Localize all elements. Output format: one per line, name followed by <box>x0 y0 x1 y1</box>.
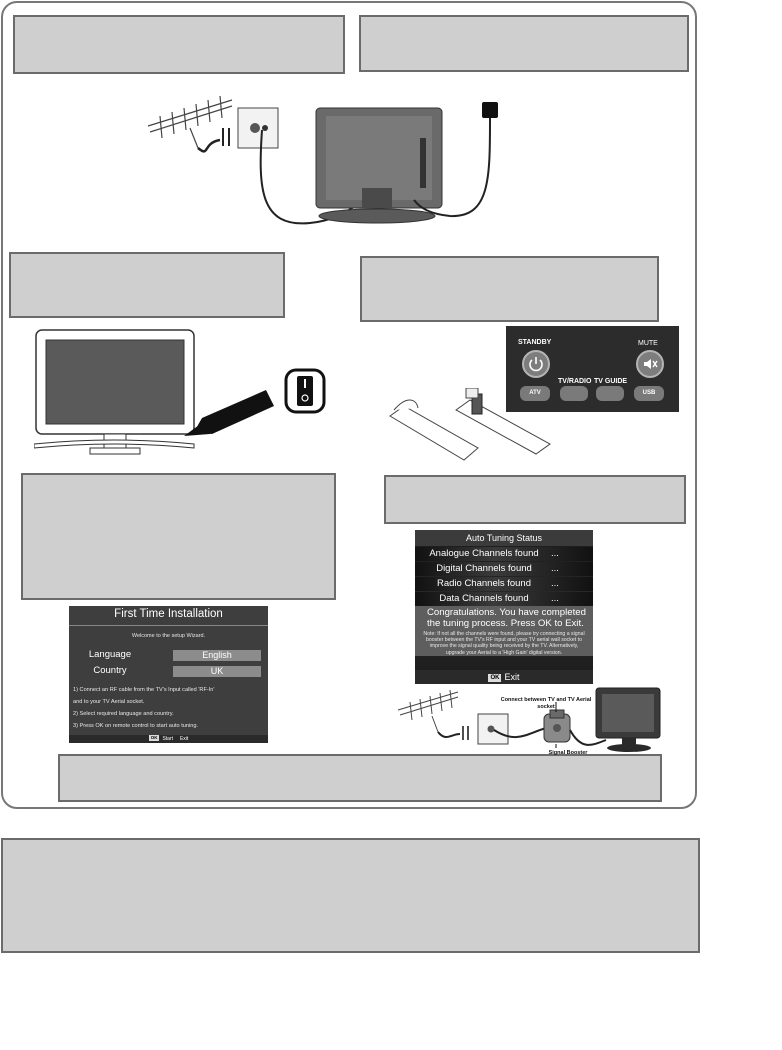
tv-radio-button[interactable] <box>560 386 588 401</box>
ok-key-badge: OK <box>148 735 160 741</box>
channel-row-label: Analogue Channels found <box>429 548 539 559</box>
start-label[interactable]: Start <box>162 736 173 742</box>
step-5-text-box <box>21 473 336 600</box>
tv-front-icon <box>34 329 195 455</box>
power-switch-icon <box>284 368 326 414</box>
signal-booster-icon <box>543 709 571 743</box>
exit-label[interactable]: Exit <box>504 672 520 682</box>
remote-control-panel: STANDBY MUTE TV/RADIO TV GUIDE ATV USB <box>506 326 679 412</box>
connect-between-label: Connect between TV and TV Aerial socket <box>500 697 592 710</box>
tv-guide-button[interactable] <box>596 386 624 401</box>
welcome-text: Welcome to the setup Wizard. <box>131 633 206 639</box>
instruction-line: 3) Press OK on remote control to start a… <box>73 723 198 729</box>
first-time-installation-screen: First Time Installation Welcome to the s… <box>69 606 268 743</box>
usb-button[interactable]: USB <box>634 386 664 401</box>
mute-button[interactable] <box>636 350 664 378</box>
country-select[interactable]: UK <box>173 666 261 677</box>
channel-row-label: Digital Channels found <box>436 563 532 574</box>
country-label: Country <box>93 665 127 676</box>
installation-title: First Time Installation <box>114 608 223 620</box>
instruction-line: and to your TV Aerial socket. <box>73 699 145 705</box>
remote-battery-illustration <box>386 388 556 468</box>
power-icon <box>529 357 543 372</box>
channel-row-analogue: Analogue Channels found... <box>415 547 593 561</box>
step-2-text-box <box>359 15 689 72</box>
tv-radio-label: TV/RADIO <box>558 378 592 385</box>
step-6-text-box <box>384 475 686 524</box>
exit-label[interactable]: Exit <box>179 736 189 742</box>
channel-row-label: Radio Channels found <box>436 578 531 589</box>
completion-panel: Congratulations. You have completed the … <box>415 606 593 656</box>
step-7-text-box <box>58 754 662 802</box>
channel-row-value: ... <box>551 578 559 589</box>
channel-row-value: ... <box>551 593 559 604</box>
signal-note-text: Note: If not all the channels were found… <box>423 631 585 656</box>
step-4-text-box <box>360 256 659 322</box>
step-1-text-box <box>13 15 345 74</box>
tv-back-icon <box>315 107 443 224</box>
tv-icon <box>595 687 661 752</box>
step-3-text-box <box>9 252 285 318</box>
mute-icon <box>644 359 658 369</box>
channel-row-radio: Radio Channels found... <box>415 577 593 591</box>
signal-booster-illustration <box>396 684 692 756</box>
channel-row-data: Data Channels found... <box>415 592 593 606</box>
language-select[interactable]: English <box>173 650 261 661</box>
tv-connection-illustration <box>140 88 520 238</box>
mute-label: MUTE <box>638 340 658 347</box>
atv-button[interactable]: ATV <box>520 386 550 401</box>
channel-row-label: Data Channels found <box>439 593 529 604</box>
signal-booster-label: Signal Booster <box>548 750 588 756</box>
arrow-icon <box>194 390 274 434</box>
standby-label: STANDBY <box>518 339 552 346</box>
channel-row-value: ... <box>551 548 559 559</box>
tv-power-on-illustration <box>34 328 334 460</box>
auto-tuning-title: Auto Tuning Status <box>415 530 593 546</box>
auto-tuning-status-screen: Auto Tuning Status Analogue Channels fou… <box>415 530 593 684</box>
channel-row-digital: Digital Channels found... <box>415 562 593 576</box>
language-label: Language <box>88 649 132 660</box>
ok-key-badge: OK <box>488 674 502 682</box>
power-plug-icon <box>482 102 498 118</box>
instruction-line: 2) Select required language and country. <box>73 711 174 717</box>
congratulations-text: Congratulations. You have completed the … <box>427 607 586 629</box>
channel-row-value: ... <box>551 563 559 574</box>
standby-button[interactable] <box>522 350 550 378</box>
tv-guide-label: TV GUIDE <box>594 378 628 385</box>
aerial-icon <box>147 95 233 149</box>
bottom-note-box <box>1 838 700 953</box>
instruction-line: 1) Connect an RF cable from the TV's Inp… <box>73 687 215 693</box>
